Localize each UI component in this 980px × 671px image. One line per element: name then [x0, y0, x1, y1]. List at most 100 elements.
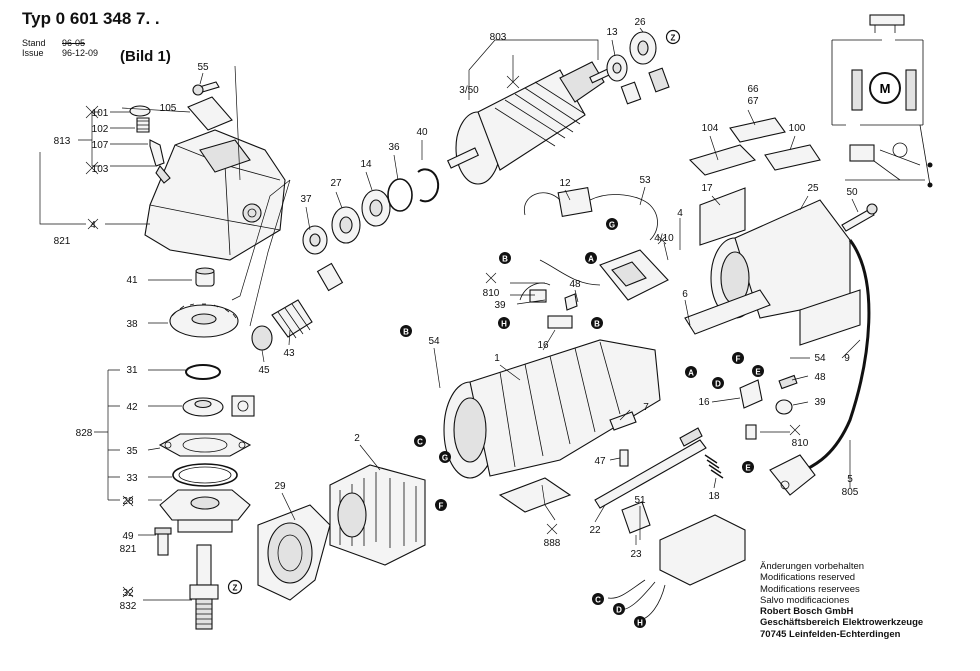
bearing-41-drawing: [195, 267, 215, 287]
wiring-schematic: M: [831, 14, 933, 188]
part-label-36: 36: [388, 142, 400, 153]
svg-text:C: C: [417, 438, 423, 447]
note-german: Änderungen vorbehalten: [760, 561, 865, 572]
note-english: Modifications reserved: [760, 572, 856, 584]
spindle-32-drawing: [189, 544, 219, 630]
part-label-41: 41: [126, 275, 138, 286]
part-label-107: 107: [92, 140, 109, 151]
bearing-13-26-drawing: [606, 31, 670, 105]
svg-text:A: A: [688, 369, 694, 378]
svg-text:Z: Z: [233, 584, 238, 593]
part-label-821-bottom: 821: [120, 544, 137, 555]
part-label-813: 813: [54, 136, 71, 147]
part-label-49: 49: [122, 531, 134, 542]
seal-33-drawing: [172, 463, 238, 487]
part-label-54-left: 54: [428, 336, 440, 347]
marker-g-1: G: [439, 451, 451, 463]
notes-block: Änderungen vorbehalten Modifications res…: [760, 561, 923, 640]
part-label-16-left: 16: [537, 340, 549, 351]
handle-25-drawing: [684, 199, 851, 335]
stand-label: Stand: [22, 38, 46, 48]
motor-symbol: M: [880, 81, 891, 96]
contact-810-drawing: [739, 374, 798, 440]
switch-rod-22-drawing: [594, 411, 724, 509]
marker-d-2: D: [613, 603, 625, 615]
figure-number: (Bild 1): [120, 48, 171, 65]
svg-text:G: G: [442, 454, 448, 463]
part-label-38: 38: [126, 319, 138, 330]
gear-38-drawing: [169, 303, 239, 338]
brush-holder-drawing: [519, 186, 669, 329]
part-label-13: 13: [606, 27, 618, 38]
part-label-18: 18: [708, 491, 720, 502]
armature-803-drawing: [446, 61, 616, 185]
part-label-29: 29: [274, 481, 286, 492]
svg-text:Z: Z: [671, 34, 676, 43]
part-label-37: 37: [300, 194, 312, 205]
part-label-16-right: 16: [698, 397, 710, 408]
cable-805-drawing: [769, 239, 871, 496]
part-label-810-right: 810: [792, 438, 809, 449]
issue-date: 96-12-09: [62, 48, 99, 58]
svg-text:E: E: [745, 464, 751, 473]
part-label-810-left: 810: [483, 288, 500, 299]
part-label-103: 103: [92, 164, 109, 175]
part-label-39-right: 39: [814, 397, 826, 408]
bearing-flange-28-drawing: [159, 489, 251, 533]
svg-text:B: B: [594, 320, 600, 329]
electronic-module-51-drawing: [607, 514, 746, 621]
discontinued-marks: [85, 75, 801, 598]
part-label-42: 42: [126, 402, 138, 413]
part-label-3-50: 3/50: [459, 85, 479, 96]
part-label-4: 4: [677, 208, 683, 219]
screw-50-drawing: [841, 203, 878, 232]
part-label-35: 35: [126, 446, 138, 457]
svg-text:H: H: [637, 619, 643, 628]
part-label-2: 2: [354, 433, 360, 444]
marker-a-2: A: [685, 366, 697, 378]
marker-c-1: C: [414, 435, 426, 447]
part-label-22: 22: [589, 525, 601, 536]
part-label-48-right: 48: [814, 372, 826, 383]
svg-text:A: A: [588, 255, 594, 264]
part-label-53: 53: [639, 175, 651, 186]
svg-text:D: D: [616, 606, 622, 615]
marker-z-1: Z: [665, 29, 681, 45]
part-label-6: 6: [682, 289, 688, 300]
fan-baffle-29-drawing: [257, 504, 331, 601]
svg-text:G: G: [609, 221, 615, 230]
part-label-47: 47: [594, 456, 606, 467]
circlip-31-drawing: [185, 364, 221, 380]
part-label-4-crossed: 4: [90, 220, 96, 231]
part-label-51: 51: [634, 495, 646, 506]
armature-bearings-drawing: [331, 168, 440, 244]
note-spanish: Salvo modificaciones: [760, 594, 850, 606]
marker-e-2: E: [742, 461, 754, 473]
part-label-805: 805: [842, 487, 859, 498]
screw-49-drawing: [154, 527, 172, 556]
stand-date: 96-05: [62, 38, 86, 48]
leader-lines: [39, 27, 861, 601]
marker-g-2: G: [606, 218, 618, 230]
part-label-12: 12: [559, 178, 571, 189]
part-label-43: 43: [283, 348, 295, 359]
marker-a-1: A: [585, 252, 597, 264]
part-label-14: 14: [360, 159, 372, 170]
part-label-828: 828: [76, 428, 93, 439]
part-label-25: 25: [807, 183, 819, 194]
svg-text:C: C: [595, 596, 601, 605]
part-label-9: 9: [844, 353, 850, 364]
screw-55-drawing: [192, 81, 220, 96]
marker-c-2: C: [592, 593, 604, 605]
part-label-26: 26: [634, 17, 646, 28]
part-label-7: 7: [643, 402, 649, 413]
part-label-31: 31: [126, 365, 138, 376]
part-label-23: 23: [630, 549, 642, 560]
svg-text:B: B: [403, 328, 409, 337]
part-label-48-left: 48: [569, 279, 581, 290]
marker-f-1: F: [435, 499, 447, 511]
part-label-28: 28: [122, 496, 134, 507]
company-division: Geschäftsbereich Elektrowerkzeuge: [760, 617, 924, 629]
part-label-821-top: 821: [54, 236, 71, 247]
note-french: Modifications reservees: [760, 583, 860, 595]
